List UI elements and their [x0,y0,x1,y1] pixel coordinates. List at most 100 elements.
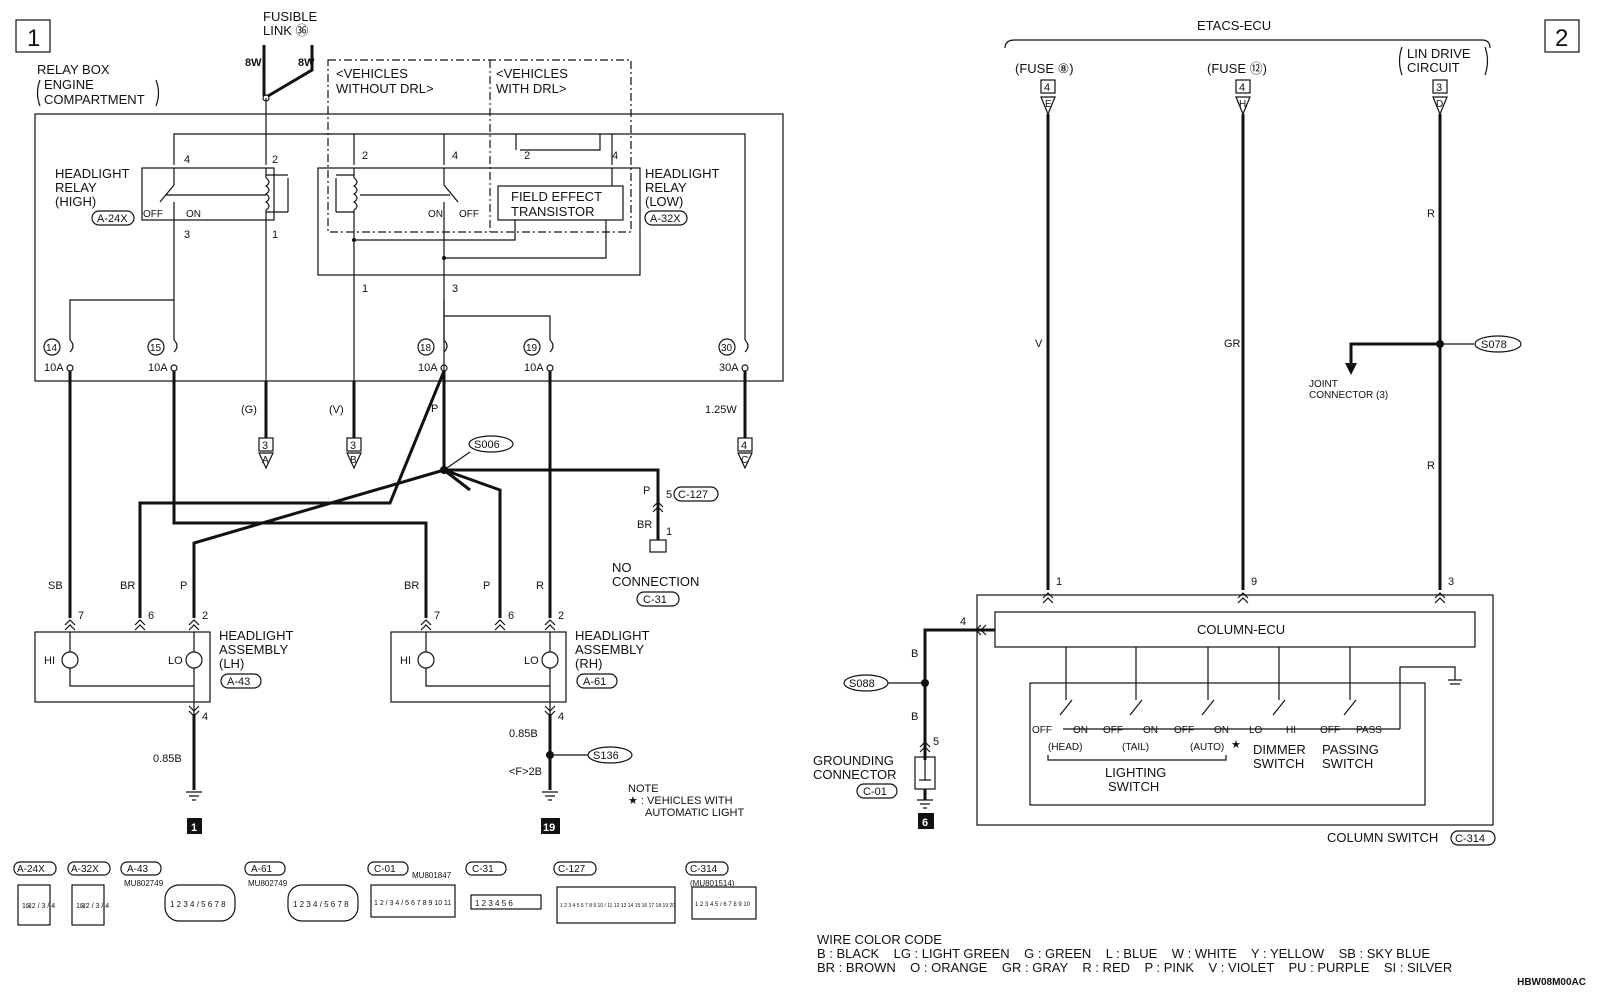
relay-high-on: ON [186,209,201,220]
relay-low-box [317,167,641,276]
column-switch-tag [1450,830,1496,846]
c127-connector-tag [673,486,719,502]
relay-low-pin2a: 2 [362,150,368,162]
headlight-lh-lo-bulb [185,651,203,669]
relay-low-pin1: 1 [362,283,368,295]
wire-p-rh: P [483,580,490,592]
headlight-rh-hi-bulb [417,651,435,669]
fet-box [497,185,624,221]
fuse-18-num: 18 [420,343,432,354]
headlight-rh-pin2: 2 [558,610,564,622]
relay-high-off: OFF [143,209,163,220]
switch-star: ★ [1231,739,1241,751]
output-wires [264,371,747,438]
cv-c31-pins: 1 2 3 4 5 6 [475,899,513,908]
switch-tail: (TAIL) [1122,742,1149,753]
headlight-lh-lo: LO [168,655,183,667]
grounding-connector-label-2: CONNECTOR [813,767,897,782]
wire-r-rh: R [536,580,544,592]
splice-s136-tag [587,746,633,764]
switch-head: (HEAD) [1048,742,1082,753]
splice-s078: S078 [1481,339,1507,351]
fuse-leads [173,300,551,340]
headlight-lh-hi: HI [44,655,55,667]
headlight-lh-pin6: 6 [148,610,154,622]
headlight-rh-pin4: 4 [558,711,564,723]
etacs-connectors [1040,79,1448,116]
dimmer-lo: LO [1249,725,1263,736]
cv-c314-pins: 1 2 3 4 5 / 6 7 8 9 10 [695,902,751,908]
headlight-lh-pin4: 4 [202,711,208,723]
dimmer-switch-label: DIMMER [1253,742,1306,757]
relay-low-switch [360,168,459,258]
wire-p-lh: P [180,580,187,592]
output-c-letter: C [741,455,748,466]
cv-c31: C-31 [472,864,494,875]
headlight-lh-connector: A-43 [227,676,250,688]
headlight-rh-label: HEADLIGHT [575,628,649,643]
wire-b-bot: B [911,711,918,723]
c127-wire-p: P [643,485,650,497]
cv-a24x-pins: 1⊠2 / 3 / 4 [22,903,55,910]
grounding-connector-connector: C-01 [863,786,887,798]
wire-p-top: P [431,403,438,415]
fuse-30-num: 30 [721,343,733,354]
relay-low-label: HEADLIGHT [645,166,719,181]
wire-f2b: <F>2B [509,766,542,778]
splice-s078-node [1436,340,1444,348]
splice-s136: S136 [593,750,619,762]
headlight-lh-box [34,631,211,703]
etacs-title: ETACS-ECU [1197,18,1271,33]
relay-high-box [141,167,275,221]
fusible-link-label: FUSIBLE [263,9,318,24]
fusible-link-label-2: LINK ㊱ [263,23,309,38]
lighting-switch-label-2: SWITCH [1108,779,1159,794]
fuse-15-amp: 10A [148,362,168,374]
relay-low-pin4a: 4 [452,150,458,162]
c127-wire-br: BR [637,519,652,531]
cv-c01-pins: 1 2 / 3 4 / 5 6 7 8 9 10 11 [374,900,451,907]
c127-pin1: 1 [666,526,672,538]
etacs-l1: E [1045,99,1052,110]
relay-high-pin2: 2 [272,154,278,166]
cv-a61: A-61 [251,864,273,875]
splice-s088-tag [843,674,889,692]
harness-wires [68,370,660,618]
fusible-link-wire [262,45,314,98]
splice-s136-node [546,751,554,759]
fuse-14-amp: 10A [44,362,64,374]
etacs-fuse8: (FUSE ⑧) [1015,61,1074,76]
joint-arrow [1345,363,1357,375]
splice-s006-leader [443,451,471,471]
ground-wires-left [192,714,552,790]
column-ecu-pin3: 3 [1448,576,1454,588]
headlight-lh-internal [69,632,195,714]
headlight-rh-label-3: (RH) [575,656,602,671]
wire-br-rh: BR [404,580,419,592]
passing-switch-label: PASSING [1322,742,1379,757]
column-ecu-pin4-wire [923,628,995,760]
column-ecu-pin1: 1 [1056,576,1062,588]
cv-a43-part: MU802749 [124,879,164,888]
switch-module-ground [1399,666,1462,729]
cv-a61-pins: 1 2 3 4 / 5 6 7 8 [293,900,349,909]
output-connectors [258,437,753,470]
relay-high-pin1: 1 [272,229,278,241]
c127-connector: C-127 [678,489,708,501]
ground-symbols-left [186,791,558,801]
headlight-rh-pin7: 7 [434,610,440,622]
cv-a43: A-43 [127,864,149,875]
relay-box-label-3: COMPARTMENT [44,92,145,107]
grounding-chevron [919,741,931,753]
cv-c127: C-127 [558,864,586,875]
output-b-color: (V) [329,404,344,416]
relay-low-label-3: (LOW) [645,194,683,209]
headlight-lh-label-3: (LH) [219,656,244,671]
wire-v: V [1035,338,1043,350]
etacs-wires [1046,114,1442,590]
etacs-l2: H [1239,99,1246,110]
column-ecu-pin9: 9 [1251,576,1257,588]
switch-off3: OFF [1174,725,1194,736]
